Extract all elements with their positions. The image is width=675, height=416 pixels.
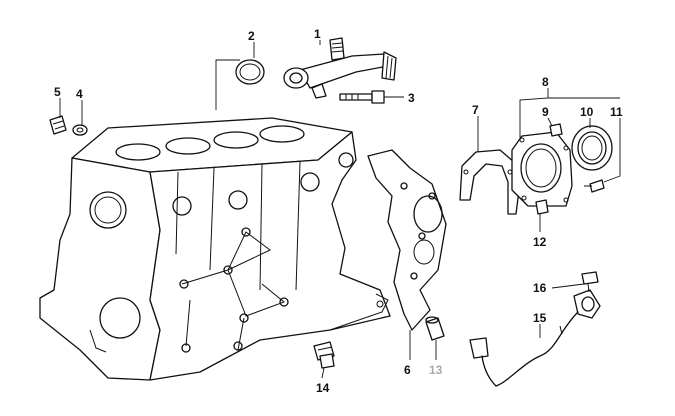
part-3-bolt[interactable]: [339, 90, 385, 104]
label-3: 3: [408, 91, 415, 105]
label-9: 9: [542, 105, 549, 119]
label-2: 2: [248, 29, 255, 43]
callout-labels: 1 2 3 4 5 6 7 8 9 10 11 12 13 14 15 16: [54, 27, 623, 395]
label-8: 8: [542, 75, 549, 89]
part-12-dowel-sleeve[interactable]: [535, 199, 549, 215]
part-16-bolt[interactable]: [581, 271, 599, 293]
part-4-washer[interactable]: [72, 124, 88, 136]
leader-lines: [59, 40, 621, 379]
part-10-shaft-seal[interactable]: [571, 125, 613, 171]
part-1-coolant-pipe[interactable]: [283, 37, 397, 99]
label-15: 15: [533, 311, 547, 325]
part-9-bolt[interactable]: [549, 123, 563, 137]
part-7-gasket[interactable]: [459, 149, 521, 215]
label-11: 11: [610, 105, 623, 119]
part-5-plug-screw[interactable]: [49, 115, 67, 135]
label-10: 10: [580, 105, 594, 119]
part-11-bolt[interactable]: [584, 179, 605, 193]
label-16: 16: [533, 281, 547, 295]
label-14: 14: [316, 381, 330, 395]
label-5: 5: [54, 85, 61, 99]
part-13-plug[interactable]: [425, 316, 445, 341]
part-8-seal-carrier[interactable]: [511, 131, 573, 207]
label-6: 6: [404, 363, 411, 377]
part-14-screw-plug[interactable]: [313, 341, 335, 369]
part-6-timing-cover-gasket[interactable]: [367, 149, 447, 331]
label-12: 12: [533, 235, 547, 249]
label-13: 13: [429, 363, 443, 377]
label-4: 4: [76, 87, 83, 101]
part-15-knock-sensor[interactable]: [469, 289, 601, 387]
label-7: 7: [472, 103, 479, 117]
engine-block[interactable]: [39, 59, 391, 381]
part-2-o-ring[interactable]: [235, 59, 265, 85]
label-1: 1: [314, 27, 321, 41]
